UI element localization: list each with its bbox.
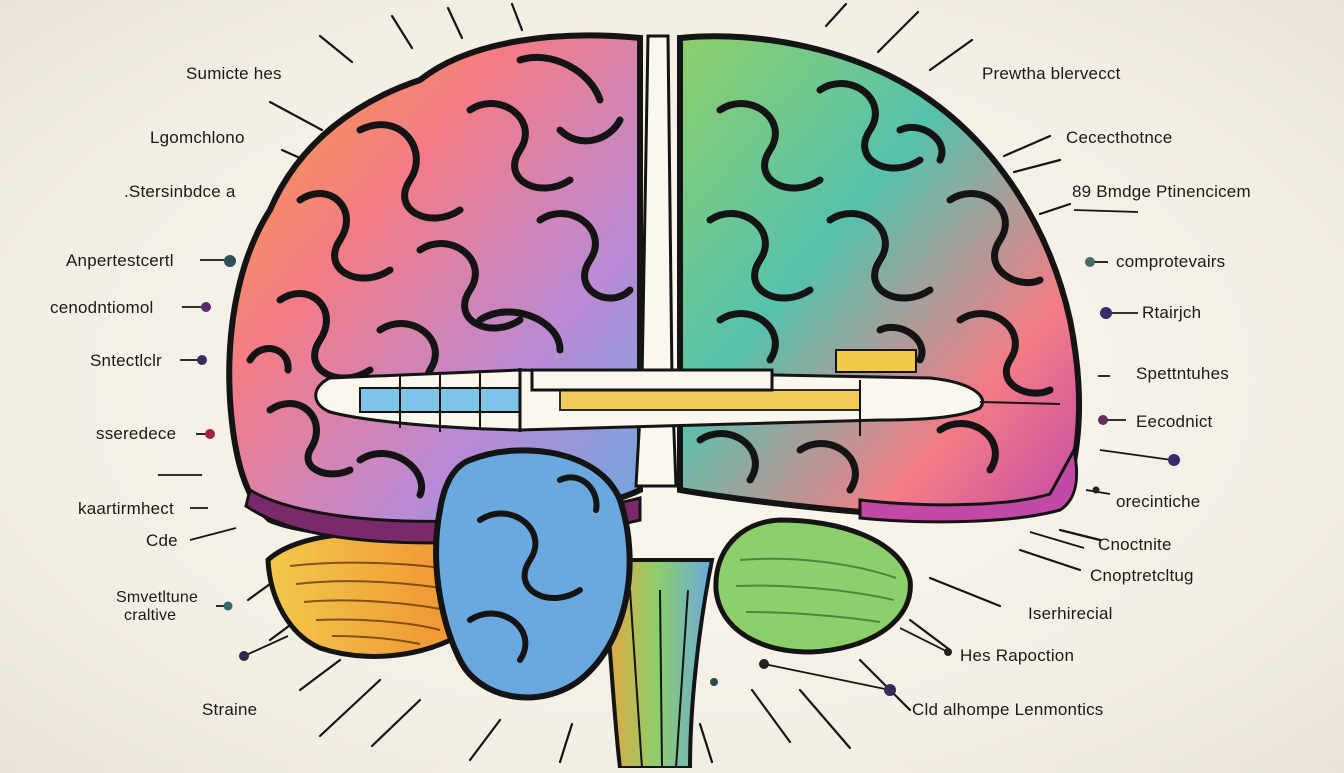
cerebellum-right (713, 517, 913, 655)
label-cld-alhompe-lenmontics: Cld alhompe Lenmontics (912, 700, 1104, 719)
label-cenodntiomol: cenodntiomol (50, 298, 154, 317)
label-prewtha-blervecct: Prewtha blervecct (982, 64, 1121, 83)
label-cececthotnce: Cececthotnce (1066, 128, 1173, 147)
label-lgomchlono: Lgomchlono (150, 128, 245, 147)
label-kaartirmhect: kaartirmhect (78, 499, 174, 518)
label-cnoctnite: Cnoctnite (1098, 535, 1172, 554)
left-pointers (158, 259, 289, 657)
right-hemisphere (677, 33, 1083, 524)
label-craltive: craltive (124, 607, 177, 624)
label-smvetltune: Smvetltune (116, 589, 199, 606)
label-comprotevairs: comprotevairs (1116, 252, 1226, 271)
label-sntectlclr: Sntectlclr (90, 351, 162, 370)
horizontal-capsule (314, 349, 1061, 436)
temporal-lobe (433, 447, 633, 701)
label-sseredece: sseredece (96, 424, 177, 443)
label-bmdge-ptinencicem: 89 Bmdge Ptinencicem (1072, 182, 1251, 201)
label-iserhirecial: Iserhirecial (1028, 604, 1113, 623)
label-straine: Straine (202, 700, 258, 719)
right-dots (710, 257, 1180, 696)
label-rtairjch: Rtairjch (1142, 303, 1202, 322)
label-orecintiche: orecintiche (1116, 492, 1201, 511)
label-stersinbdce: .Stersinbdce a (124, 182, 236, 201)
label-sumicte-hes: Sumicte hes (186, 64, 282, 83)
left-dots (197, 255, 249, 661)
label-anpertestcertl: Anpertestcertl (66, 251, 174, 270)
label-eecodnict: Eecodnict (1136, 412, 1213, 431)
label-cde: Cde (146, 531, 178, 550)
label-hes-rapoction: Hes Rapoction (960, 646, 1075, 665)
right-pointers (763, 209, 1173, 691)
label-cnoptretcltug: Cnoptretcltug (1090, 566, 1194, 585)
label-spettntuhes: Spettntuhes (1136, 364, 1229, 383)
